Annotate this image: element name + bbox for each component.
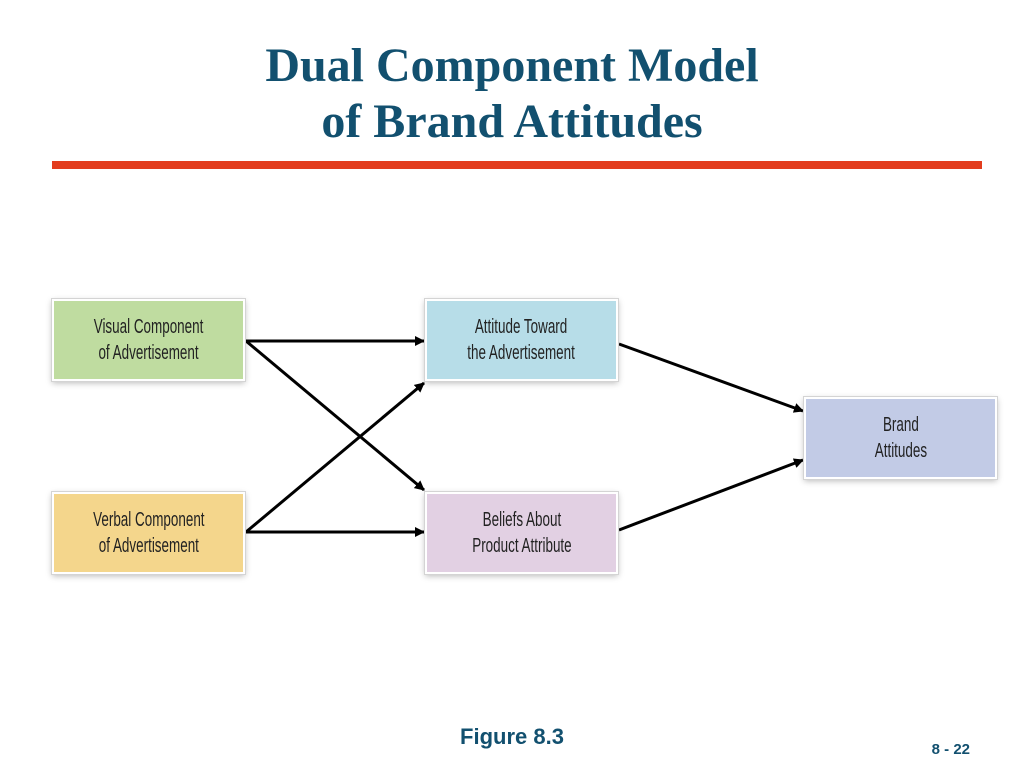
slide-title-line-1: Dual Component Model	[265, 39, 759, 92]
arrow-verbal-to-attitude	[245, 381, 425, 534]
slide-title-line-2: of Brand Attitudes	[321, 95, 703, 148]
node-brand-line-2: Attitudes	[874, 440, 927, 462]
node-verbal-component: Verbal Component of Advertisement	[52, 492, 245, 574]
node-beliefs-about-product: Beliefs About Product Attribute	[425, 492, 618, 574]
node-visual-line-1: Visual Component	[93, 316, 204, 338]
node-beliefs-line-1: Beliefs About	[482, 509, 561, 531]
node-attitude-toward-ad: Attitude Toward the Advertisement	[425, 299, 618, 381]
node-verbal-line-2: of Advertisement	[98, 535, 199, 557]
node-attitude-line-1: Attitude Toward	[475, 316, 568, 338]
page-number: 8 - 22	[931, 741, 970, 758]
node-beliefs-line-2: Product Attribute	[471, 535, 572, 557]
node-verbal-line-1: Verbal Component	[92, 509, 205, 531]
node-attitude-line-2: the Advertisement	[467, 342, 576, 364]
node-visual-line-2: of Advertisement	[98, 342, 199, 364]
arrow-beliefs-to-brand	[618, 458, 804, 532]
node-visual-component: Visual Component of Advertisement	[52, 299, 245, 381]
node-brand-line-1: Brand	[882, 414, 919, 436]
node-brand-attitudes: Brand Attitudes	[804, 397, 997, 479]
figure-label: Figure 8.3	[460, 724, 564, 749]
slide-title: Dual Component Model of Brand Attitudes	[0, 38, 1024, 150]
arrow-visual-to-beliefs	[245, 339, 425, 492]
arrow-attitude-to-brand	[618, 342, 804, 413]
title-divider	[52, 161, 982, 169]
